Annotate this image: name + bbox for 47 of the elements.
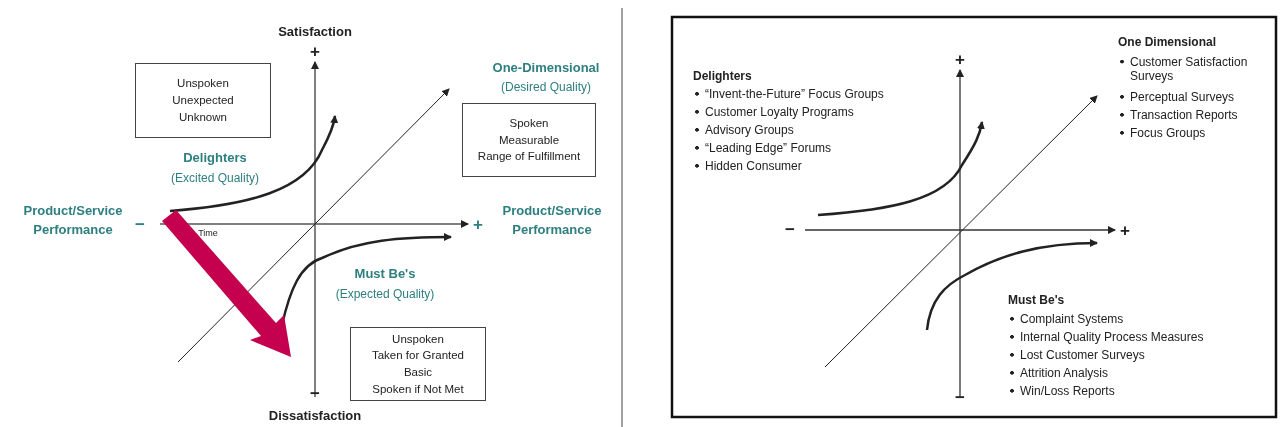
list-item: Internal Quality Process Measures xyxy=(1008,329,1204,345)
axis-title: Product/Service Performance xyxy=(22,202,124,239)
axis-title: Satisfaction xyxy=(278,24,352,40)
minus-sign: − xyxy=(785,219,795,241)
list-item: Lost Customer Surveys xyxy=(1008,347,1145,363)
list-heading: Delighters xyxy=(693,68,752,84)
list-item: Transaction Reports xyxy=(1118,107,1238,123)
minus-sign: − xyxy=(135,214,145,236)
box-text: Measurable xyxy=(498,132,560,148)
text-box xyxy=(135,63,271,138)
list-item: Focus Groups xyxy=(1118,125,1206,141)
list-item: Complaint Systems xyxy=(1008,311,1124,327)
category-subtitle: (Excited Quality) xyxy=(171,170,259,186)
plus-sign: + xyxy=(310,41,320,63)
text-box xyxy=(462,103,596,177)
category-subtitle: (Desired Quality) xyxy=(501,79,591,95)
axis-note: Time xyxy=(198,227,218,239)
list-item: Win/Loss Reports xyxy=(1008,383,1115,399)
plus-sign: + xyxy=(955,49,965,71)
category-heading: One-Dimensional xyxy=(492,60,600,76)
box-text: Unspoken xyxy=(392,331,444,347)
text-box xyxy=(350,327,486,401)
list-heading: Must Be's xyxy=(1008,292,1065,308)
list-item: Customer Loyalty Programs xyxy=(693,104,854,120)
category-heading: Delighters xyxy=(183,150,247,166)
box-text: Basic xyxy=(403,365,433,380)
box-text: Taken for Granted xyxy=(371,348,465,364)
box-text: Unknown xyxy=(179,109,227,125)
list-item: Attrition Analysis xyxy=(1008,365,1109,381)
plus-sign: + xyxy=(473,214,483,236)
box-text: Unspoken xyxy=(177,76,229,92)
list-item: Advisory Groups xyxy=(693,122,794,138)
minus-sign: − xyxy=(310,383,320,405)
axis-title: Product/Service Performance xyxy=(501,202,603,239)
box-text: Range of Fulfillment xyxy=(477,149,581,165)
plus-sign: + xyxy=(1120,220,1130,242)
box-text: Spoken if Not Met xyxy=(372,381,464,397)
box-text: Unexpected xyxy=(172,93,234,109)
list-item: “Leading Edge” Forums xyxy=(693,140,832,156)
axis-title: Dissatisfaction xyxy=(268,408,362,424)
list-item: Perceptual Surveys xyxy=(1118,89,1235,105)
box-text: Spoken xyxy=(509,116,549,131)
category-heading: Must Be's xyxy=(354,266,416,282)
category-subtitle: (Expected Quality) xyxy=(335,286,435,302)
minus-sign: − xyxy=(955,387,965,409)
list-item: “Invent-the-Future” Focus Groups xyxy=(693,86,884,102)
list-heading: One Dimensional xyxy=(1118,34,1217,50)
